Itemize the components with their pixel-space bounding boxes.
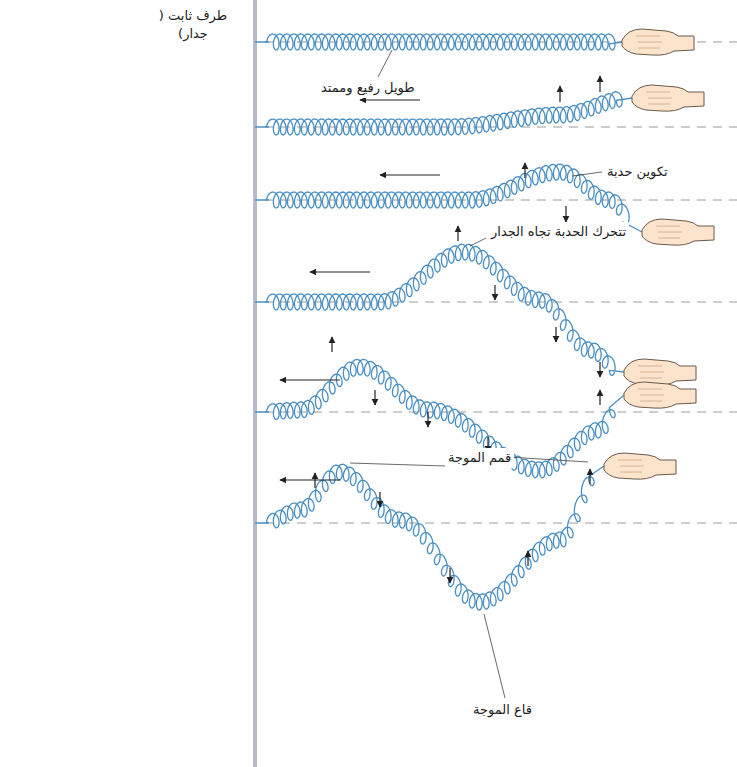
motion-arrows [280, 76, 600, 583]
slinky-coil [255, 244, 624, 375]
motion-arrow [599, 390, 600, 405]
motion-arrow [380, 174, 440, 175]
motion-arrow [457, 226, 458, 241]
hands [604, 29, 714, 479]
motion-arrow [280, 479, 340, 480]
finger-lines [636, 36, 662, 48]
motion-arrow [524, 163, 525, 178]
trough-label: قاع الموجة [470, 700, 535, 720]
motion-arrow [360, 99, 420, 100]
motion-arrow [314, 473, 315, 488]
hand-shape [624, 359, 696, 385]
motion-arrow [494, 285, 495, 300]
hand-shape [622, 29, 694, 55]
hand-shape [642, 219, 714, 245]
bump-motion-label: تتحرك الحدبة تجاه الجدار [488, 222, 629, 242]
crest-label: قمم الموجة [445, 448, 514, 468]
hand [632, 85, 704, 111]
hand-shape [624, 382, 696, 408]
slinky-coil [255, 92, 632, 135]
bump-label: تكوين حدبة [604, 162, 671, 182]
hand [624, 359, 696, 385]
motion-arrow [589, 469, 590, 484]
hand-shape [632, 85, 704, 111]
wall-label: طرف ثابت ( جدار) [150, 6, 236, 43]
finger-lines [656, 226, 682, 238]
motion-arrow [449, 568, 450, 583]
motion-arrow [565, 206, 566, 222]
slinky-coils [255, 34, 642, 610]
slinky-coil [255, 34, 622, 50]
motion-arrow [427, 412, 428, 427]
motion-arrow [599, 362, 600, 377]
motion-arrow [331, 337, 332, 352]
motion-arrow [555, 327, 556, 342]
finger-lines [638, 389, 664, 401]
slinky-coil [255, 464, 604, 610]
finger-lines [638, 366, 664, 378]
coil-label: طويل رفيع وممتد [318, 78, 418, 98]
motion-arrow [527, 551, 528, 566]
finger-lines [646, 92, 672, 104]
motion-arrow [559, 86, 560, 102]
slinky-coil [255, 359, 624, 478]
motion-arrow [374, 390, 375, 405]
hand [622, 29, 694, 55]
finger-lines [618, 460, 644, 472]
hand [604, 453, 676, 479]
hand-shape [604, 453, 676, 479]
motion-arrow [280, 379, 340, 380]
motion-arrow [599, 76, 600, 92]
wall [253, 0, 257, 767]
motion-arrow [379, 492, 380, 507]
leader-lines [350, 50, 602, 698]
hand [624, 382, 696, 408]
hand [642, 219, 714, 245]
motion-arrow [310, 271, 370, 272]
